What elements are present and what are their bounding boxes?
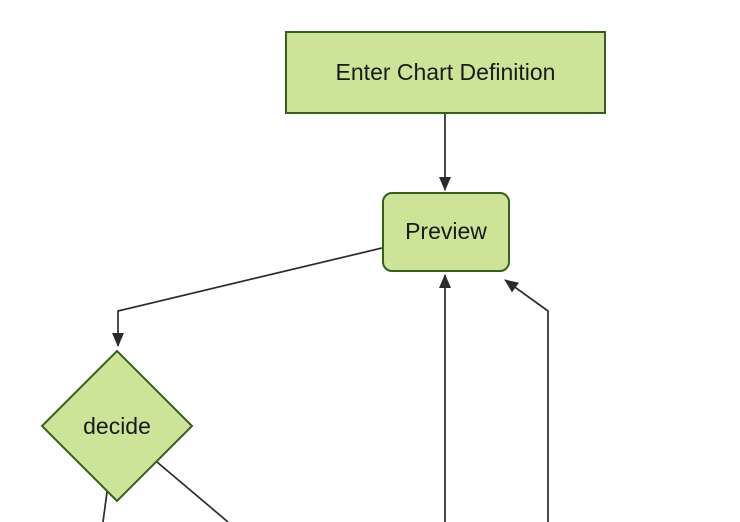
node-preview-label: Preview [405, 218, 487, 245]
node-preview: Preview [382, 192, 510, 272]
node-enter-chart-definition: Enter Chart Definition [285, 31, 606, 114]
edge-preview-to-decide [112, 247, 383, 347]
node-enter-chart-definition-label: Enter Chart Definition [335, 58, 556, 85]
edge-decide-to-offscreen-left [102, 491, 108, 522]
edge-bottom-right-to-preview [504, 279, 549, 522]
node-decide-label: decide [83, 413, 151, 439]
edge-decide-to-offscreen-right [156, 461, 229, 522]
decide-diamond-shape [40, 349, 194, 503]
